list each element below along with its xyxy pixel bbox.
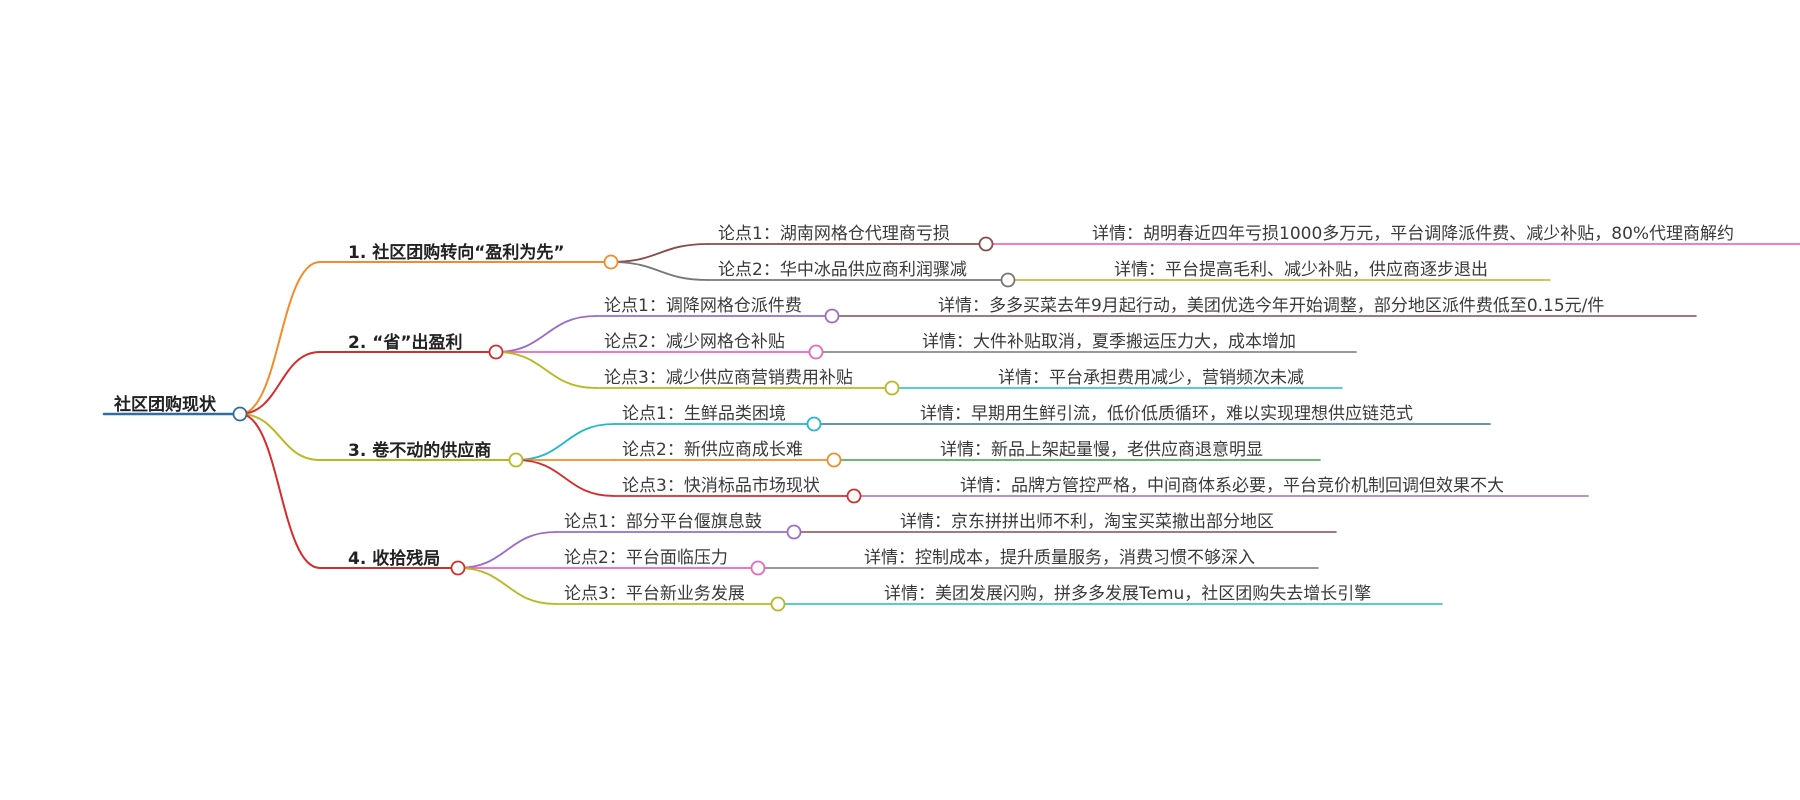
point-collapse-toggle[interactable]: [824, 308, 840, 324]
detail-node-1-2[interactable]: 详情：平台提高毛利、减少补贴，供应商逐步退出: [1114, 260, 1488, 280]
point-node-3-2[interactable]: 论点2：新供应商成长难: [622, 440, 803, 460]
point-connector: [610, 261, 709, 281]
root-label: 社区团购现状: [113, 394, 217, 415]
point-label: 论点2：减少网格仓补贴: [604, 332, 785, 352]
point-node-2-1[interactable]: 论点1：调降网格仓派件费: [604, 296, 802, 316]
detail-node-2-3[interactable]: 详情：平台承担费用减少，营销频次未减: [998, 368, 1304, 388]
detail-node-4-3[interactable]: 详情：美团发展闪购，拼多多发展Temu，社区团购失去增长引擎: [884, 584, 1371, 604]
detail-node-3-1[interactable]: 详情：早期用生鲜引流，低价低质循环，难以实现理想供应链范式: [920, 404, 1413, 424]
point-node-4-2[interactable]: 论点2：平台面临压力: [564, 548, 728, 568]
branch-connector: [239, 261, 321, 415]
detail-label: 详情：美团发展闪购，拼多多发展Temu，社区团购失去增长引擎: [884, 584, 1371, 604]
root-collapse-toggle[interactable]: [232, 406, 248, 422]
branch-node-4[interactable]: 4. 收拾残局: [348, 548, 440, 569]
point-label: 论点1：湖南网格仓代理商亏损: [718, 224, 950, 244]
point-collapse-toggle[interactable]: [884, 380, 900, 396]
point-node-2-2[interactable]: 论点2：减少网格仓补贴: [604, 332, 785, 352]
detail-label: 详情：早期用生鲜引流，低价低质循环，难以实现理想供应链范式: [920, 404, 1413, 424]
point-node-1-2[interactable]: 论点2：华中冰品供应商利润骤减: [718, 260, 967, 280]
point-label: 论点3：平台新业务发展: [564, 584, 745, 604]
branch-label: 3. 卷不动的供应商: [348, 440, 491, 461]
point-label: 论点2：新供应商成长难: [622, 440, 803, 460]
point-connector: [515, 423, 615, 461]
detail-label: 详情：平台提高毛利、减少补贴，供应商逐步退出: [1114, 260, 1488, 280]
root-node[interactable]: 社区团购现状: [113, 394, 217, 415]
detail-node-1-1[interactable]: 详情：胡明春近四年亏损1000多万元，平台调降派件费、减少补贴，80%代理商解约: [1092, 224, 1734, 244]
point-collapse-toggle[interactable]: [750, 560, 766, 576]
point-connector: [457, 567, 557, 605]
detail-label: 详情：平台承担费用减少，营销频次未减: [998, 368, 1304, 388]
point-collapse-toggle[interactable]: [770, 596, 786, 612]
point-collapse-toggle[interactable]: [806, 416, 822, 432]
point-node-3-1[interactable]: 论点1：生鲜品类困境: [622, 404, 786, 424]
point-node-3-3[interactable]: 论点3：快消标品市场现状: [622, 476, 820, 496]
point-node-4-3[interactable]: 论点3：平台新业务发展: [564, 584, 745, 604]
point-label: 论点3：减少供应商营销费用补贴: [604, 368, 853, 388]
detail-label: 详情：新品上架起量慢，老供应商退意明显: [940, 439, 1263, 460]
detail-label: 详情：多多买菜去年9月起行动，美团优选今年开始调整，部分地区派件费低至0.15元…: [938, 296, 1604, 316]
branch-collapse-toggle[interactable]: [508, 452, 524, 468]
branch-collapse-toggle[interactable]: [603, 254, 619, 270]
point-collapse-toggle[interactable]: [808, 344, 824, 360]
branch-label: 4. 收拾残局: [348, 548, 440, 569]
detail-node-4-1[interactable]: 详情：京东拼拼出师不利，淘宝买菜撤出部分地区: [900, 512, 1274, 532]
branch-node-1[interactable]: 1. 社区团购转向“盈利为先”: [348, 242, 565, 263]
branch-collapse-toggle[interactable]: [450, 560, 466, 576]
point-label: 论点1：调降网格仓派件费: [604, 296, 802, 316]
point-node-2-3[interactable]: 论点3：减少供应商营销费用补贴: [604, 368, 853, 388]
point-collapse-toggle[interactable]: [978, 236, 994, 252]
point-label: 论点3：快消标品市场现状: [622, 476, 820, 496]
branch-node-2[interactable]: 2. “省”出盈利: [348, 332, 463, 353]
point-connector: [457, 531, 557, 569]
point-connector: [495, 351, 597, 389]
mindmap-knobs: [232, 236, 1016, 612]
detail-label: 详情：胡明春近四年亏损1000多万元，平台调降派件费、减少补贴，80%代理商解约: [1092, 224, 1734, 244]
point-collapse-toggle[interactable]: [846, 488, 862, 504]
branch-connector: [239, 351, 321, 415]
point-collapse-toggle[interactable]: [1000, 272, 1016, 288]
point-connector: [515, 459, 615, 497]
point-collapse-toggle[interactable]: [826, 452, 842, 468]
branch-connector: [239, 413, 321, 461]
point-label: 论点1：生鲜品类困境: [622, 404, 786, 424]
detail-label: 详情：京东拼拼出师不利，淘宝买菜撤出部分地区: [900, 512, 1274, 532]
detail-label: 详情：控制成本，提升质量服务，消费习惯不够深入: [864, 548, 1255, 568]
point-node-1-1[interactable]: 论点1：湖南网格仓代理商亏损: [718, 224, 950, 244]
branch-label: 1. 社区团购转向“盈利为先”: [348, 242, 565, 263]
mindmap-edges: [102, 243, 1800, 605]
point-connector: [610, 243, 709, 263]
detail-label: 详情：大件补贴取消，夏季搬运压力大，成本增加: [922, 332, 1296, 352]
point-connector: [495, 315, 597, 353]
point-collapse-toggle[interactable]: [786, 524, 802, 540]
branch-label: 2. “省”出盈利: [348, 332, 463, 353]
detail-node-3-3[interactable]: 详情：品牌方管控严格，中间商体系必要，平台竞价机制回调但效果不大: [960, 476, 1504, 496]
detail-node-2-1[interactable]: 详情：多多买菜去年9月起行动，美团优选今年开始调整，部分地区派件费低至0.15元…: [938, 296, 1604, 316]
detail-label: 详情：品牌方管控严格，中间商体系必要，平台竞价机制回调但效果不大: [960, 476, 1504, 496]
detail-node-4-2[interactable]: 详情：控制成本，提升质量服务，消费习惯不够深入: [864, 548, 1255, 568]
detail-node-2-2[interactable]: 详情：大件补贴取消，夏季搬运压力大，成本增加: [922, 332, 1296, 352]
branch-connector: [239, 413, 321, 569]
branch-collapse-toggle[interactable]: [488, 344, 504, 360]
point-label: 论点2：华中冰品供应商利润骤减: [718, 260, 967, 280]
point-label: 论点2：平台面临压力: [564, 548, 728, 568]
branch-node-3[interactable]: 3. 卷不动的供应商: [348, 440, 491, 461]
point-label: 论点1：部分平台偃旗息鼓: [564, 512, 762, 532]
point-node-4-1[interactable]: 论点1：部分平台偃旗息鼓: [564, 512, 762, 532]
detail-node-3-2[interactable]: 详情：新品上架起量慢，老供应商退意明显: [940, 439, 1263, 460]
